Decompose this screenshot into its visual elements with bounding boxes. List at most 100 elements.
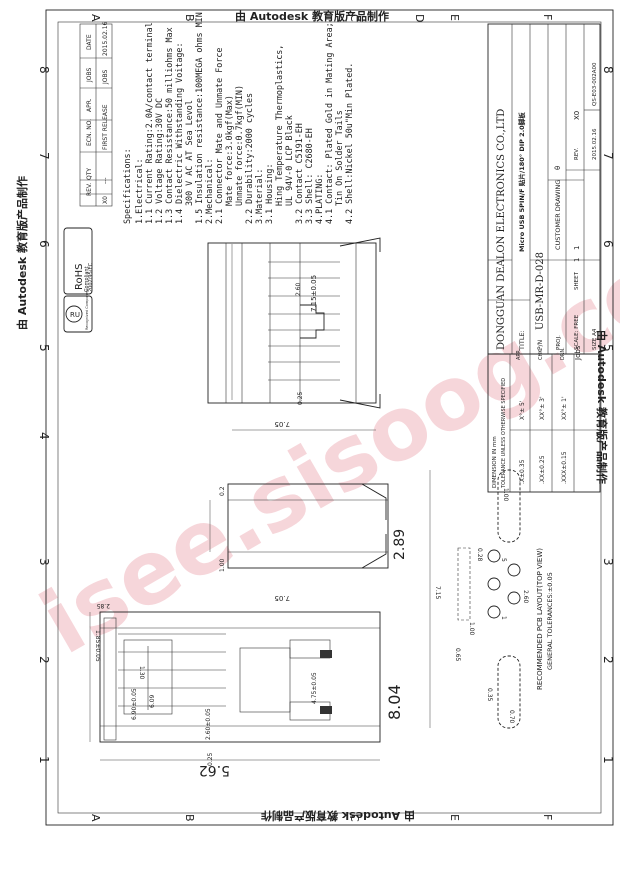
zone-6-right: 6: [601, 240, 615, 248]
zone-b-bottom: B: [183, 814, 196, 822]
size-label: SIZE A4: [592, 328, 598, 350]
dim-top-width: 8.04: [385, 684, 404, 720]
zone-7-right: 7: [601, 152, 615, 160]
apr-label: APR.: [516, 348, 522, 360]
dim-top-1-85: 1.85±0.05: [94, 630, 101, 662]
spec-line: 1.1 Current Rating:2.0A/contact terminal: [144, 22, 154, 224]
rev-h-ecn: ECN. NO.: [86, 119, 93, 146]
ul-caption: Recognized Component: [85, 288, 89, 330]
zone-2-right: 2: [601, 656, 615, 664]
angle-xxx: XX°± 1': [561, 396, 568, 420]
rohs-title: RoHS: [74, 264, 85, 290]
doc-number: QS-E03-002A00: [592, 62, 598, 106]
spec-line: 2.Mechanical:: [204, 158, 214, 224]
theta: θ: [554, 166, 562, 170]
zone-b-top: B: [183, 14, 196, 22]
dim-top-6-90: 6.90±0.05: [131, 688, 138, 720]
side-body: [207, 242, 377, 404]
dim-top-2-85: 2.85: [96, 602, 110, 609]
dim-top-2-60: 2.60±0.05: [205, 708, 212, 740]
zone-4: 4: [37, 432, 51, 440]
rev-v-ecn: FIRST RELEASE: [102, 104, 109, 150]
pcb-dim-0-35: 0.35: [486, 688, 493, 702]
pcb-layout: 1.00 0.28 7.15 2.60 1.00 0.65 0.35 0.70 …: [429, 469, 554, 729]
zone-1-right: 1: [601, 756, 615, 764]
title-block: DONGGUAN DEALON ELECTRONICS CO.,LTD TITL…: [487, 23, 601, 355]
spec-line: 300 V AC AT Sea Levol: [184, 100, 194, 206]
spec-line: 1.3 Contact Resistance:50 milliohms Max: [164, 27, 174, 224]
dim-side-width: 7.15±0.05: [310, 275, 318, 312]
pcb-pad: [507, 591, 521, 605]
dim-top-depth: 5.62: [199, 762, 230, 778]
zone-3: 3: [37, 558, 51, 566]
drn-name: Jobs: [574, 345, 582, 361]
zone-f-bottom: F: [541, 814, 554, 820]
connector-side-view: 7.05 7.15±0.05 2.60 0.25: [207, 237, 381, 431]
banner-left: 由 Autodesk 教育版产品制作: [15, 176, 29, 330]
pcb-pad: [507, 563, 521, 577]
zone-a-bottom: A: [89, 814, 102, 822]
spec-line: 1.Electrical:: [134, 158, 144, 224]
zone-2: 2: [37, 656, 51, 664]
spec-line: 4.PLATING:: [314, 174, 324, 224]
title-label: TITLE:: [518, 330, 526, 351]
pcb-slot-bottom: [497, 655, 521, 729]
pcb-dim-7-15: 7.15: [434, 586, 441, 600]
zone-e-bottom: E: [448, 814, 461, 821]
ul-logo: RU Recognized Component: [63, 288, 93, 333]
tolerance-x: .X±0.35: [519, 459, 526, 484]
connector-front-view: 2.89 0.2 1.00 7.05: [209, 483, 408, 602]
drn-label: DRN.: [560, 347, 566, 360]
zone-1: 1: [37, 756, 51, 764]
top-body: [99, 611, 381, 743]
tolerance-xxx: .XXX±0.15: [561, 451, 568, 484]
drn-date: 2015.02.16: [592, 128, 598, 160]
pcb-slot-top: [497, 469, 521, 543]
zone-8: 8: [37, 66, 51, 74]
pcb-dim-1-00: 1.00: [502, 488, 509, 502]
spec-line: 3.Material:: [254, 169, 264, 224]
spec-line: 1.4 Dielectric Withstanding Voitage:: [174, 42, 184, 224]
spec-line: UL 94V-0 LCP Black: [284, 115, 294, 206]
spec-line: Mate force:3.0kgf(Max): [224, 95, 234, 206]
zone-c-top: C: [348, 14, 361, 22]
pcb-dim-0-28: 0.28: [476, 548, 483, 562]
rev-value: X0: [573, 111, 581, 120]
rev-h-jobs: JOBS: [86, 67, 93, 83]
ul-mark: RU: [70, 311, 80, 319]
spec-line: 4.2 Shell:Nickel 50u"Min Plated.: [344, 63, 354, 224]
zone-a-top: A: [89, 14, 102, 22]
spec-line: 3.1 Housing:: [264, 163, 274, 224]
pcb-pad: [487, 549, 501, 563]
banner-bottom: 由 Autodesk 教育版产品制作: [261, 809, 415, 823]
pn-label: P/N: [537, 340, 544, 350]
zone-d-top: D: [413, 14, 426, 22]
pcb-pad: [487, 605, 501, 619]
pcb-pin-5: 5: [500, 558, 507, 562]
rev-label: REV.: [574, 148, 580, 160]
pcb-note: RECOMMENDED PCB LAYOUT(TOP VIEW): [536, 548, 544, 690]
inner-frame: [57, 21, 602, 814]
rev-v-date: 2015.02.16: [102, 21, 109, 56]
proj-label: PROJ.: [556, 335, 562, 350]
chk-label: CHK.: [538, 347, 544, 360]
rev-h-qty: QTY: [86, 168, 93, 180]
spec-line: 2.1 Connector Mate and Unmate Force: [214, 48, 224, 224]
dim-top-6-09: 6.09: [149, 694, 156, 708]
rohs-logo: RoHS Compliant 2002/95/EC: [63, 227, 94, 295]
dim-front-0-2: 0.2: [219, 486, 226, 496]
rev-v-jobs: JOBS: [102, 69, 109, 85]
sheet-no: 1: [573, 258, 581, 262]
rev-h-date: DATE: [86, 34, 93, 50]
dim-side-pitch: 2.60: [295, 282, 302, 296]
company-name: DONGGUAN DEALON ELECTRONICS CO.,LTD: [496, 109, 507, 350]
rev-v-rev: X0: [102, 196, 109, 204]
dim-side-depth: 7.05: [274, 420, 290, 428]
banner-top: 由 Autodesk 教育版产品制作: [235, 9, 389, 23]
spec-line: Tin On Solder Tails: [334, 110, 344, 206]
zone-6: 6: [37, 240, 51, 248]
zone-numbers: 8 7 6 5 4 3 2 1 8 7 6 5 3 2 1: [37, 66, 615, 764]
spec-line: Specifications:: [122, 148, 132, 224]
